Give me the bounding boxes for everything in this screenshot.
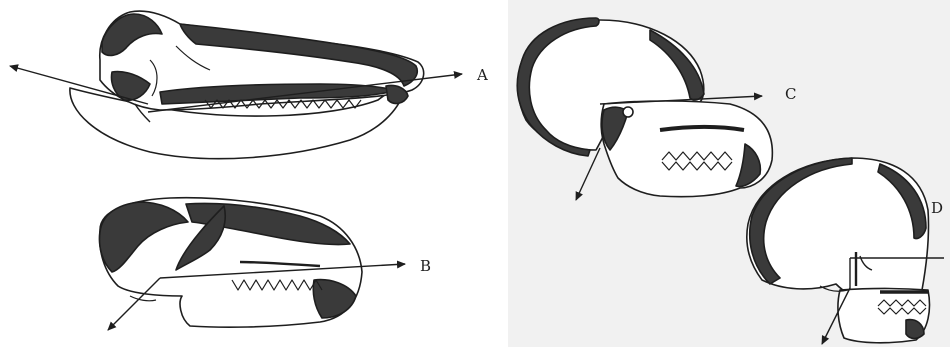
skull-d: [747, 158, 930, 343]
skull-c: [517, 18, 772, 197]
panel-label-a: A: [477, 68, 488, 83]
panel-label-d: D: [931, 201, 943, 216]
skull-b: [100, 198, 363, 328]
panel-label-b: B: [420, 259, 431, 274]
panel-label-c: C: [785, 87, 796, 102]
